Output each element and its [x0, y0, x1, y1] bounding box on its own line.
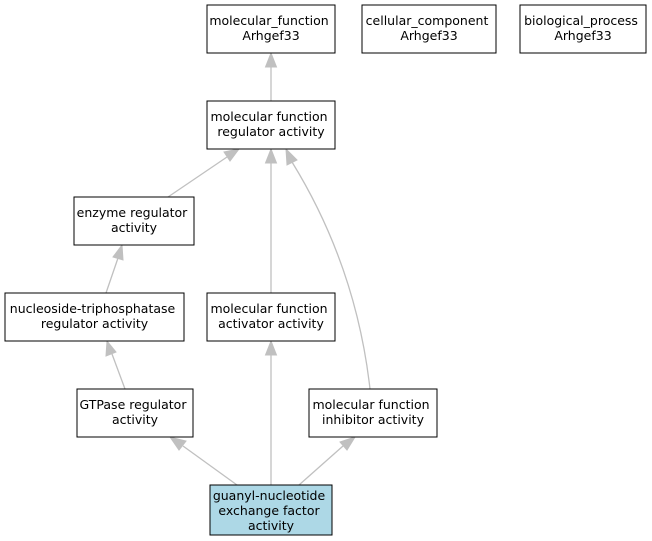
edge-gnef-to-inhibitor: [298, 436, 357, 486]
node-label-line: Arhgef33: [554, 28, 611, 43]
node-label-line: exchange factor: [218, 503, 320, 518]
node-molecular-function-inhibitor[interactable]: molecular function inhibitor activity: [308, 388, 438, 438]
edge-regulator-to-root: [264, 51, 278, 101]
edges: [105, 51, 371, 486]
edge-gnef-to-gtpase: [168, 436, 238, 486]
svg-text:cellular_component Arhge: cellular_component Arhgef33: [366, 13, 493, 43]
edge-gtpase-to-ntpase: [105, 339, 126, 390]
node-guanyl-nucleotide-exchange-factor[interactable]: guanyl-nucleotide exchange factor activi…: [209, 484, 333, 536]
node-label-line: regulator activity: [217, 124, 325, 139]
node-molecular-function-regulator[interactable]: molecular function regulator activity: [206, 100, 336, 150]
node-label-line: cellular_component: [366, 13, 489, 28]
node-biological-process-root[interactable]: biological_process Arhgef33: [519, 4, 647, 54]
node-ntpase-regulator[interactable]: nucleoside-triphosphatase regulator acti…: [4, 292, 185, 342]
node-gtpase-regulator[interactable]: GTPase regulator activity: [76, 388, 194, 438]
svg-text:guanyl-nucleotide exchan: guanyl-nucleotide exchange factor activi…: [213, 488, 329, 533]
svg-text:GTPase regulator activit: GTPase regulator activity: [80, 397, 191, 427]
edge-inhibitor-to-regulator: [285, 147, 371, 390]
node-label-line: activator activity: [218, 316, 324, 331]
svg-text:molecular function regul: molecular function regulator activity: [210, 109, 331, 139]
node-label-line: Arhgef33: [242, 28, 299, 43]
node-label-line: enzyme regulator: [77, 205, 189, 220]
node-label-line: activity: [248, 518, 295, 533]
edge-gnef-to-activator: [264, 339, 278, 485]
node-label-line: regulator activity: [41, 316, 149, 331]
node-label-line: biological_process: [524, 13, 638, 28]
svg-text:molecular_function Arhge: molecular_function Arhgef33: [209, 13, 332, 43]
svg-text:nucleoside-triphosphatase: nucleoside-triphosphatase regulator acti…: [10, 301, 179, 331]
svg-text:biological_process Arhge: biological_process Arhgef33: [524, 13, 642, 43]
node-label-line: activity: [111, 220, 158, 235]
edge-ntpase-to-enzyme: [105, 243, 124, 294]
node-label-line: nucleoside-triphosphatase: [10, 301, 176, 316]
edge-activator-to-regulator: [264, 147, 278, 293]
node-label-line: molecular function: [210, 301, 327, 316]
edge-enzyme-to-regulator: [167, 148, 241, 198]
node-label-line: GTPase regulator: [80, 397, 188, 412]
node-label-line: Arhgef33: [400, 28, 457, 43]
node-label-line: guanyl-nucleotide: [213, 488, 326, 503]
svg-text:enzyme regulator activit: enzyme regulator activity: [77, 205, 192, 235]
node-molecular-function-root[interactable]: molecular_function Arhgef33: [206, 4, 336, 54]
node-label-line: molecular_function: [209, 13, 328, 28]
node-label-line: activity: [112, 412, 159, 427]
svg-text:molecular function activ: molecular function activator activity: [210, 301, 331, 331]
svg-text:molecular function inhib: molecular function inhibitor activity: [312, 397, 433, 427]
node-label-line: molecular function: [210, 109, 327, 124]
node-enzyme-regulator[interactable]: enzyme regulator activity: [73, 196, 195, 246]
node-label-line: inhibitor activity: [322, 412, 425, 427]
node-cellular-component-root[interactable]: cellular_component Arhgef33: [361, 4, 497, 54]
node-molecular-function-activator[interactable]: molecular function activator activity: [206, 292, 336, 342]
node-label-line: molecular function: [312, 397, 429, 412]
